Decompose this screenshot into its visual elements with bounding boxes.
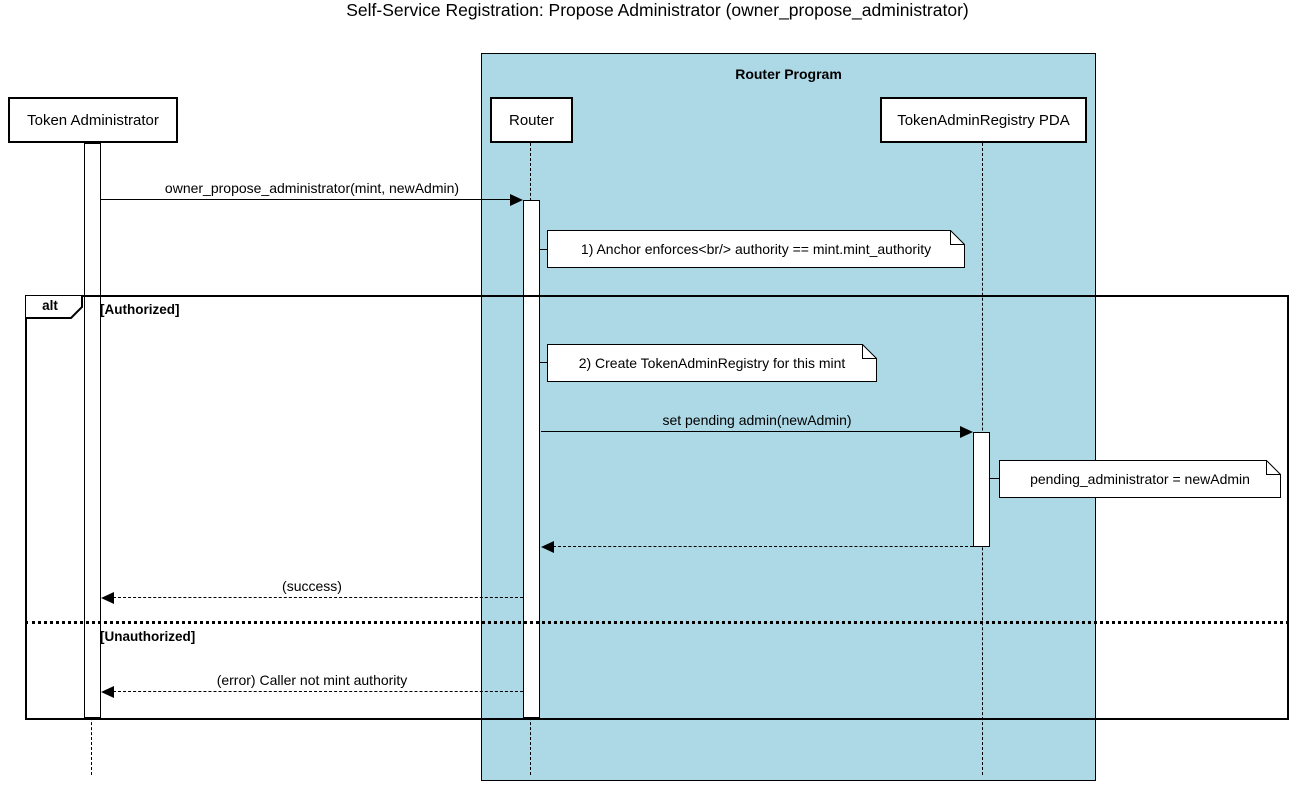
note-shape (547, 344, 877, 382)
participant-token-admin-registry-pda: TokenAdminRegistry PDA (880, 97, 1087, 143)
arrowhead-left-icon (101, 592, 114, 604)
note2-text: 2) Create TokenAdminRegistry for this mi… (578, 355, 846, 371)
participant-token-admin-registry-pda-label: TokenAdminRegistry PDA (897, 111, 1070, 129)
arrowhead-right-icon (510, 194, 523, 206)
arrowhead-left-icon (541, 541, 554, 553)
activation-router (523, 200, 540, 718)
alt-frame (25, 295, 1289, 720)
note1-text: 1) Anchor enforces<br/> authority == min… (580, 241, 932, 257)
diagram-title: Self-Service Registration: Propose Admin… (346, 0, 969, 20)
note3-connector (990, 478, 1000, 479)
message-set-pending-label: set pending admin(newAdmin) (662, 412, 852, 428)
activation-token-administrator (84, 143, 101, 718)
participant-router-label: Router (508, 111, 555, 129)
return-success-line (113, 597, 523, 598)
note1-connector (540, 249, 548, 250)
message-success-label: (success) (282, 578, 342, 594)
message-propose-line (101, 199, 512, 200)
alt-operator-tab (24, 294, 83, 319)
arrowhead-left-icon (101, 686, 114, 698)
router-program-container (481, 53, 1096, 781)
router-program-label: Router Program (735, 66, 842, 82)
arrowhead-right-icon (960, 426, 973, 438)
note-create-registry: 2) Create TokenAdminRegistry for this mi… (547, 344, 877, 382)
note-anchor-enforces: 1) Anchor enforces<br/> authority == min… (547, 230, 965, 268)
message-set-pending-line (541, 431, 962, 432)
alt-operator-label: alt (42, 298, 58, 313)
participant-token-administrator: Token Administrator (8, 97, 178, 143)
guard-unauthorized: [Unauthorized] (100, 629, 196, 644)
return-registry-line (553, 546, 973, 547)
note-pending-administrator: pending_administrator = newAdmin (999, 460, 1281, 498)
message-error-label: (error) Caller not mint authority (216, 672, 408, 688)
activation-token-admin-registry-pda (973, 432, 990, 547)
note3-text: pending_administrator = newAdmin (1030, 471, 1250, 487)
return-error-line (113, 691, 523, 692)
guard-authorized: [Authorized] (100, 302, 180, 317)
note-shape (547, 230, 965, 268)
message-propose-label: owner_propose_administrator(mint, newAdm… (164, 180, 460, 196)
note2-connector (540, 362, 548, 363)
participant-token-administrator-label: Token Administrator (27, 111, 159, 129)
alt-section-divider (25, 621, 1289, 624)
participant-router: Router (490, 97, 573, 143)
note-shape (999, 460, 1281, 498)
